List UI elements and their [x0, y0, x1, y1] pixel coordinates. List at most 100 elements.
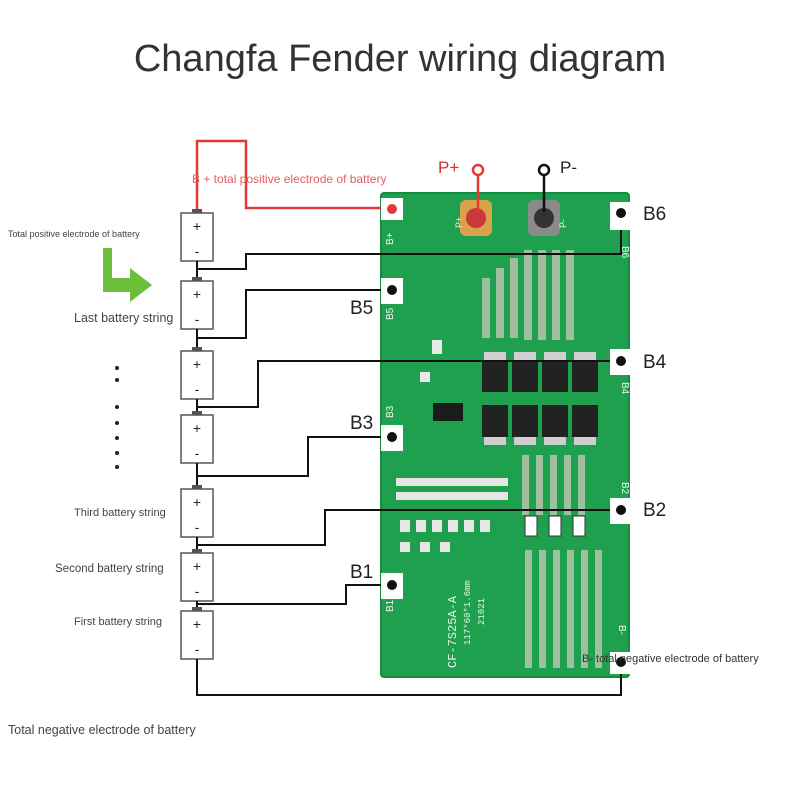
pad-b1-dot: [387, 580, 397, 590]
trace: [566, 250, 574, 340]
dot: [115, 378, 119, 382]
trace: [564, 455, 571, 515]
board-dims: 117*60*1.6mm: [463, 580, 473, 645]
wire-total-positive: [195, 139, 392, 210]
wire-b1: [197, 584, 392, 605]
wire-b6: [197, 213, 622, 270]
trace: [550, 455, 557, 515]
wire-b5: [197, 289, 392, 339]
balance-wires: [196, 213, 622, 696]
battery-cell-1: + -: [180, 607, 214, 660]
first-string-label: First battery string: [74, 616, 163, 628]
board-model: CF-7S25A-A: [446, 595, 460, 668]
dot: [115, 366, 119, 370]
cell-minus: -: [195, 381, 200, 397]
silk-b-minus: B-: [616, 625, 627, 635]
component: [416, 520, 426, 532]
pad-b5-dot: [387, 285, 397, 295]
mosfet-tab: [514, 437, 536, 445]
wire-b3: [197, 436, 392, 477]
dot: [115, 465, 119, 469]
wire-b2: [197, 509, 621, 546]
component: [400, 542, 410, 552]
mosfet-array: [482, 352, 598, 445]
cell-terminal: [192, 607, 202, 611]
pminus-pad-hole: [534, 208, 554, 228]
capacitor: [572, 515, 586, 537]
mosfet-tab: [544, 437, 566, 445]
silk-b6: B6: [619, 246, 630, 259]
cell-plus: +: [193, 286, 201, 302]
tap-label-b3: B3: [350, 413, 374, 434]
trace: [567, 550, 574, 668]
trace: [522, 455, 529, 515]
trace: [536, 455, 543, 515]
cell-terminal: [192, 209, 202, 213]
pad-b3-dot: [387, 432, 397, 442]
cell-minus: -: [195, 519, 200, 535]
component: [480, 520, 490, 532]
second-string-label: Second battery string: [55, 563, 164, 575]
silk-bplus: B+: [385, 232, 396, 245]
component: [448, 520, 458, 532]
trace: [538, 250, 546, 340]
silk-b1: B1: [385, 599, 396, 612]
component: [420, 542, 430, 552]
trace: [553, 550, 560, 668]
pplus-label: P+: [438, 158, 460, 177]
pad-b4-dot: [616, 356, 626, 366]
mosfet-tab: [544, 352, 566, 360]
pminus-terminal: [537, 163, 551, 177]
mosfet: [542, 405, 568, 437]
total-positive-label: Total positive electrode of battery: [8, 229, 140, 239]
component: [440, 542, 450, 552]
cell-plus: +: [193, 494, 201, 510]
board-code: 21021: [477, 598, 487, 625]
trace: [539, 550, 546, 668]
mosfet: [572, 360, 598, 392]
pad-label-pplus: P+: [454, 217, 464, 228]
mosfet: [542, 360, 568, 392]
pad-bplus-dot: [387, 204, 397, 214]
mosfet-tab: [514, 352, 536, 360]
dot: [115, 405, 119, 409]
cell-plus: +: [193, 218, 201, 234]
mosfet-tab: [574, 437, 596, 445]
bms-board: P+ P- CF-7S25A-A 117*60*1.6mm 21021: [380, 192, 630, 678]
pad-b2-dot: [616, 505, 626, 515]
cell-terminal: [192, 347, 202, 351]
cell-terminal: [192, 485, 202, 489]
tap-pads: [381, 202, 632, 674]
cell-terminal: [192, 277, 202, 281]
mosfet-tab: [484, 437, 506, 445]
trace: [524, 250, 532, 340]
resistor-strip: [396, 478, 508, 486]
capacitor: [524, 515, 538, 537]
third-string-label: Third battery string: [74, 507, 166, 519]
dot: [115, 421, 119, 425]
mosfet: [572, 405, 598, 437]
trace: [525, 550, 532, 668]
silk-b4: B4: [619, 382, 630, 395]
component: [432, 520, 442, 532]
pad-silk-labels: B+ B6 B5 B4 B3 B2 B1 B-: [385, 232, 630, 635]
silk-b2: B2: [619, 482, 630, 495]
cell-plus: +: [193, 558, 201, 574]
trace: [581, 550, 588, 668]
pplus-pad-hole: [466, 208, 486, 228]
dot: [115, 436, 119, 440]
trace: [510, 258, 518, 338]
pminus-label: P-: [560, 158, 577, 177]
capacitors: [524, 515, 586, 537]
diagram-title: Changfa Fender wiring diagram: [133, 38, 667, 80]
cell-minus: -: [195, 445, 200, 461]
last-string-label: Last battery string: [74, 311, 174, 325]
cell-plus: +: [193, 356, 201, 372]
arrow-icon: [103, 248, 152, 302]
silk-b3: B3: [385, 405, 396, 418]
pplus-terminal: [471, 163, 485, 177]
cell-body: [180, 552, 214, 602]
bplus-total-label: B + total positive electrode of battery: [192, 172, 387, 186]
pad-label-pminus: P-: [558, 219, 568, 228]
